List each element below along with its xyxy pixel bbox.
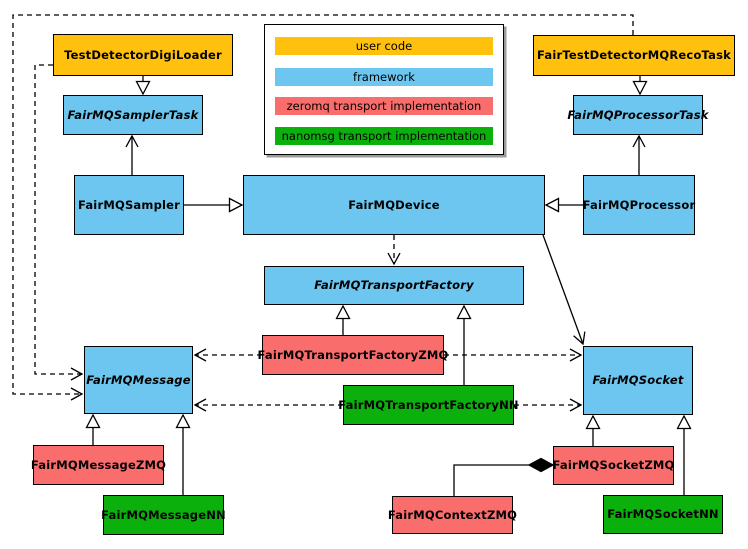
class-box-fairmqtransportfactory: FairMQTransportFactory xyxy=(264,266,524,305)
legend-item-nanomsg: nanomsg transport implementation xyxy=(275,127,493,145)
class-box-fairmqsampler: FairMQSampler xyxy=(74,175,184,235)
class-label: FairMQMessageZMQ xyxy=(30,457,167,472)
class-label: FairMQProcessorTask xyxy=(567,107,709,122)
class-box-fairmqprocessor: FairMQProcessor xyxy=(583,175,695,235)
class-box-fairmqmessagezmq: FairMQMessageZMQ xyxy=(30,445,167,485)
class-box-fairmqsocketnn: FairMQSocketNN xyxy=(603,495,723,534)
class-label: FairMQTransportFactoryNN xyxy=(338,397,519,412)
class-label: FairMQMessageNN xyxy=(101,507,226,522)
class-label: FairMQTransportFactoryZMQ xyxy=(257,347,449,362)
class-label: FairMQDevice xyxy=(348,197,440,212)
legend-item-framework: framework xyxy=(275,68,493,86)
class-label: FairMQSocketZMQ xyxy=(552,458,675,473)
class-box-testdetectordigiloader: TestDetectorDigiLoader xyxy=(53,34,233,76)
edge-assoc-device-socket xyxy=(542,234,586,346)
class-label: FairMQSamplerTask xyxy=(67,107,199,122)
class-label: FairMQSocket xyxy=(592,373,684,388)
class-label: TestDetectorDigiLoader xyxy=(64,47,222,62)
legend-item-zeromq: zeromq transport implementation xyxy=(275,97,493,115)
legend: user code framework zeromq transport imp… xyxy=(264,24,504,155)
class-label: FairMQContextZMQ xyxy=(387,507,518,522)
class-label: FairMQProcessor xyxy=(582,197,696,212)
class-label: FairMQMessage xyxy=(86,372,191,387)
class-box-fairmqsocket: FairMQSocket xyxy=(583,346,693,415)
class-box-fairmqmessage: FairMQMessage xyxy=(84,346,193,414)
class-box-fairmqdevice: FairMQDevice xyxy=(243,175,545,235)
class-box-fairmqmessagenn: FairMQMessageNN xyxy=(101,495,226,535)
class-box-fairmqtransportfactoryzmq: FairMQTransportFactoryZMQ xyxy=(258,335,448,375)
edge-comp-contextzmq-socketzmq xyxy=(453,464,529,496)
class-box-fairmqprocessortask: FairMQProcessorTask xyxy=(567,95,708,135)
class-box-fairtestdetectormqrecotask: FairTestDetectorMQRecoTask xyxy=(533,35,735,76)
class-label: FairTestDetectorMQRecoTask xyxy=(537,48,731,63)
legend-item-user-code: user code xyxy=(275,37,493,55)
class-label: FairMQSocketNN xyxy=(607,507,719,522)
class-box-fairmqsamplertask: FairMQSamplerTask xyxy=(63,95,203,135)
class-box-fairmqtransportfactorynn: FairMQTransportFactoryNN xyxy=(338,385,519,425)
class-label: FairMQSampler xyxy=(77,197,181,212)
class-label: FairMQTransportFactory xyxy=(314,278,474,293)
composition-diamond xyxy=(527,457,555,473)
class-box-fairmqcontextzmq: FairMQContextZMQ xyxy=(388,496,517,534)
class-box-fairmqsocketzmq: FairMQSocketZMQ xyxy=(553,446,674,485)
